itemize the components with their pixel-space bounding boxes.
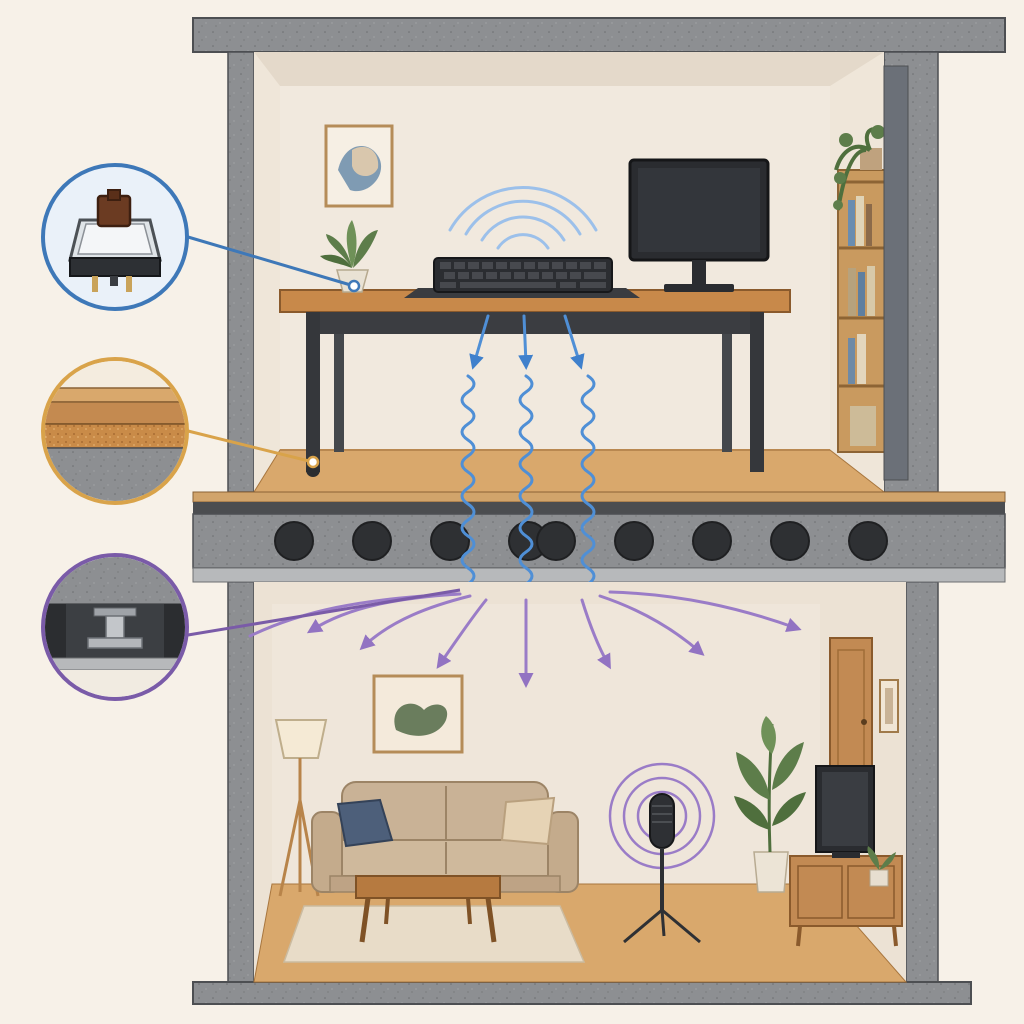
coffee-table [355,875,501,943]
framed-picture-icon [372,674,464,754]
underlay-layer [193,502,1005,514]
bookshelf-icon [837,169,887,453]
desk-leg [334,334,344,452]
desk-leg [722,334,732,452]
keyboard-icon [404,257,640,298]
upper-room-floor [253,449,886,493]
switch-leader-line [187,235,355,288]
ceiling-layer [192,567,1006,583]
impact-sound-path [460,314,596,602]
keyboard-sound-waves [448,186,598,250]
small-plant-icon [867,846,896,887]
mechanical-switch-icon [68,189,162,292]
ceiling-isolator-icon [45,557,185,697]
roof-slab [192,17,1006,53]
floor-slab [192,491,1006,583]
cushion-blue [336,798,394,848]
floor-plant-icon [734,716,806,893]
microphone-icon [623,793,701,944]
underlay-callout [41,357,189,505]
rug [282,905,586,963]
left-wall-lower [227,581,255,983]
building-structure [192,17,1006,1005]
upper-room [253,52,909,493]
sofa-icon [311,781,579,893]
framed-picture-icon [324,124,394,208]
desk-leg [306,312,320,472]
upper-wall-panel [883,65,909,481]
framed-picture-icon [879,679,899,733]
isolator-callout [41,553,189,701]
upper-room-ceiling [254,52,884,86]
underlay-leader-line [187,429,314,464]
right-wall-lower [905,581,939,983]
desk-leg [750,312,764,472]
television-icon [815,765,875,858]
switch-callout [41,163,189,311]
monitor-icon [628,158,770,292]
lower-room [253,582,908,983]
isolator-leader-line [187,588,461,637]
ground-slab [192,981,972,1005]
cushion-beige [500,796,556,846]
shelf-plant-icon [833,125,886,211]
left-wall-upper [227,51,255,493]
